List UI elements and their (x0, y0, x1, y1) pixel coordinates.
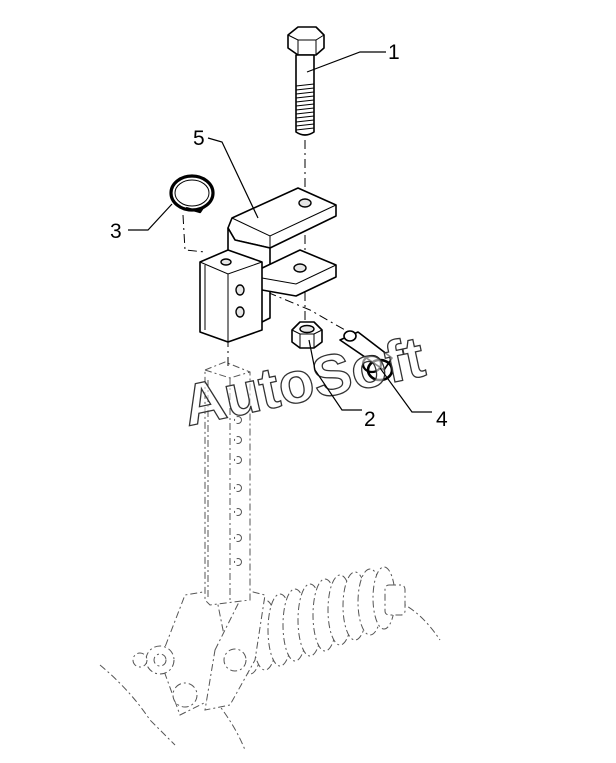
phantom-spring-assembly (99, 566, 441, 751)
leader-3 (128, 203, 173, 231)
leader-1 (306, 51, 386, 73)
clevis-pin (339, 330, 394, 382)
leader-2 (308, 339, 362, 411)
clip-centerline (182, 214, 206, 253)
bolt-threads (295, 83, 315, 131)
leader-5 (207, 137, 259, 219)
callout-5: 5 (193, 127, 205, 150)
phantom-post (204, 361, 251, 606)
callout-4: 4 (436, 408, 448, 431)
retaining-clip (169, 174, 215, 214)
bracket (199, 187, 337, 343)
leader-lines (128, 51, 432, 413)
hex-nut (291, 321, 323, 349)
callout-1: 1 (388, 41, 400, 64)
spring-coils (237, 566, 406, 675)
callout-2: 2 (364, 408, 376, 431)
hex-bolt (287, 26, 325, 136)
callout-3: 3 (110, 220, 122, 243)
leader-4 (379, 367, 432, 413)
